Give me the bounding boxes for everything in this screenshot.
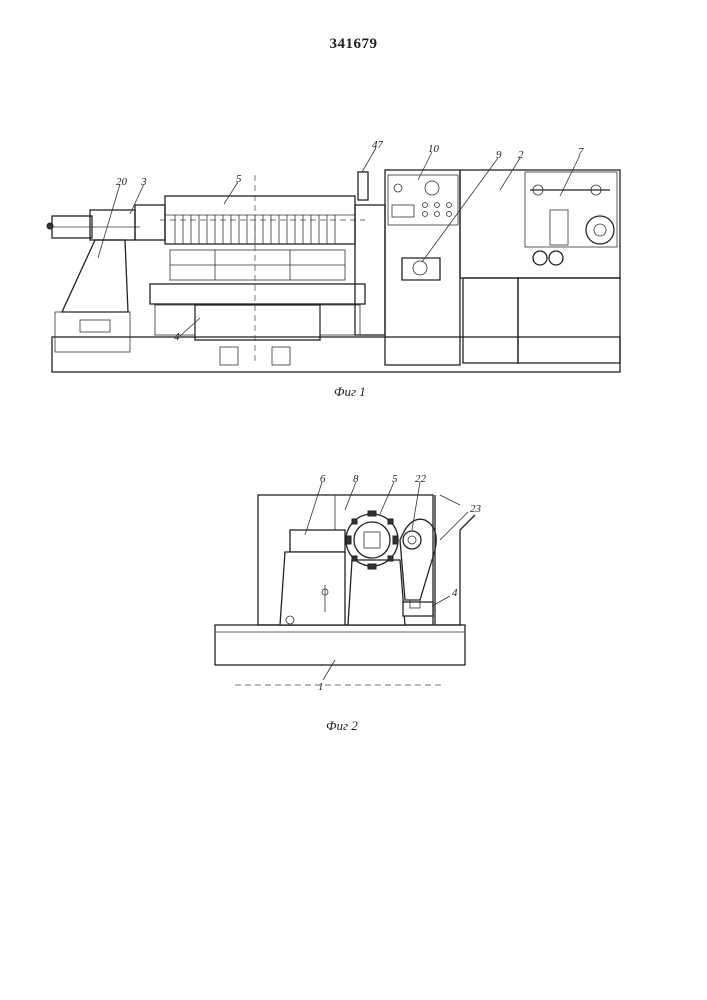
fig2-label-1: 1 — [318, 681, 324, 693]
fig1-label-4: 4 — [174, 331, 180, 343]
fig1-label-2: 2 — [518, 149, 524, 161]
fig1-label-20: 20 — [116, 176, 128, 188]
fig1-label-5: 5 — [236, 173, 242, 185]
fig2-label-4: 4 — [452, 587, 458, 599]
fig2-label-22: 22 — [415, 473, 427, 485]
fig1-label-7: 7 — [578, 146, 584, 158]
figure-2-drawing — [215, 495, 475, 685]
fig2-label-5: 5 — [392, 473, 398, 485]
fig1-label-10: 10 — [428, 143, 440, 155]
fig1-label-3: 3 — [140, 176, 147, 188]
fig2-label-23: 23 — [470, 503, 482, 515]
fig2-label-8: 8 — [353, 473, 359, 485]
fig2-label-6: 6 — [320, 473, 326, 485]
fig1-label-47: 47 — [372, 139, 384, 151]
fig1-label-9: 9 — [496, 149, 502, 161]
figure-1-caption: Фиг 1 — [334, 384, 366, 400]
figure-2-caption: Фиг 2 — [326, 718, 358, 734]
figure-1-drawing — [47, 170, 620, 372]
